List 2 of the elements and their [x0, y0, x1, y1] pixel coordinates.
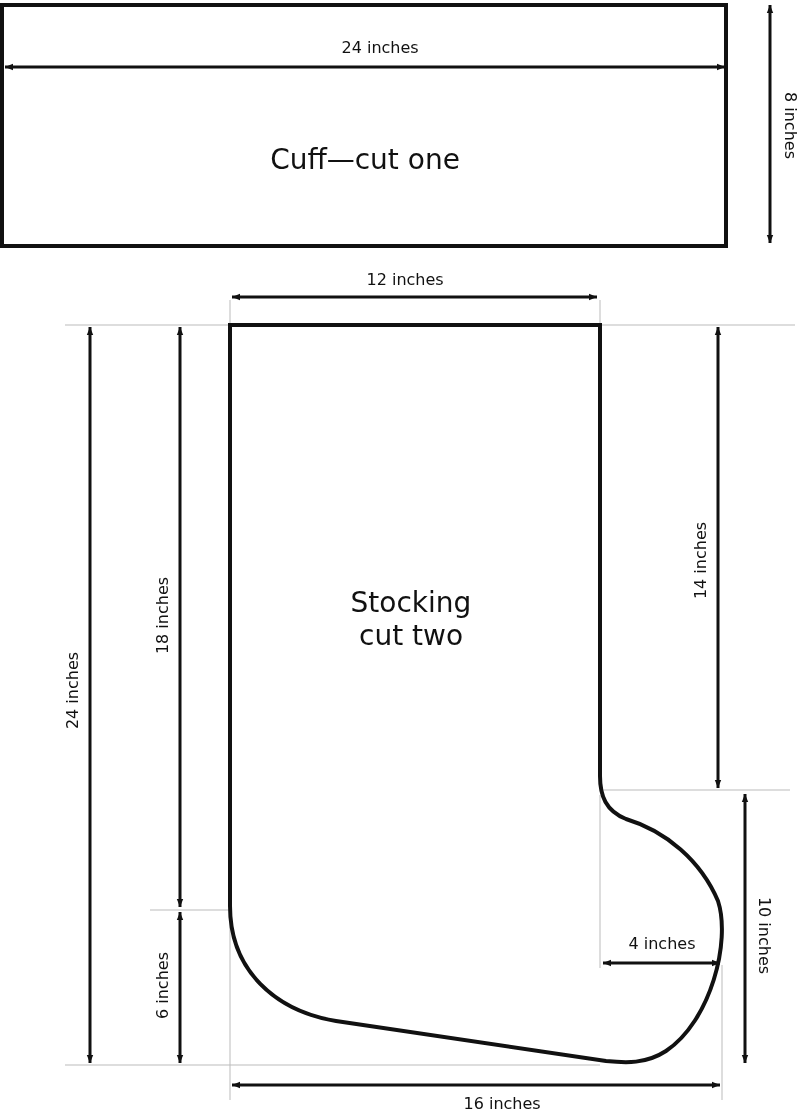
- piece-label: Stocking cut two: [349, 586, 473, 652]
- piece-label: Cuff—cut one: [269, 143, 461, 176]
